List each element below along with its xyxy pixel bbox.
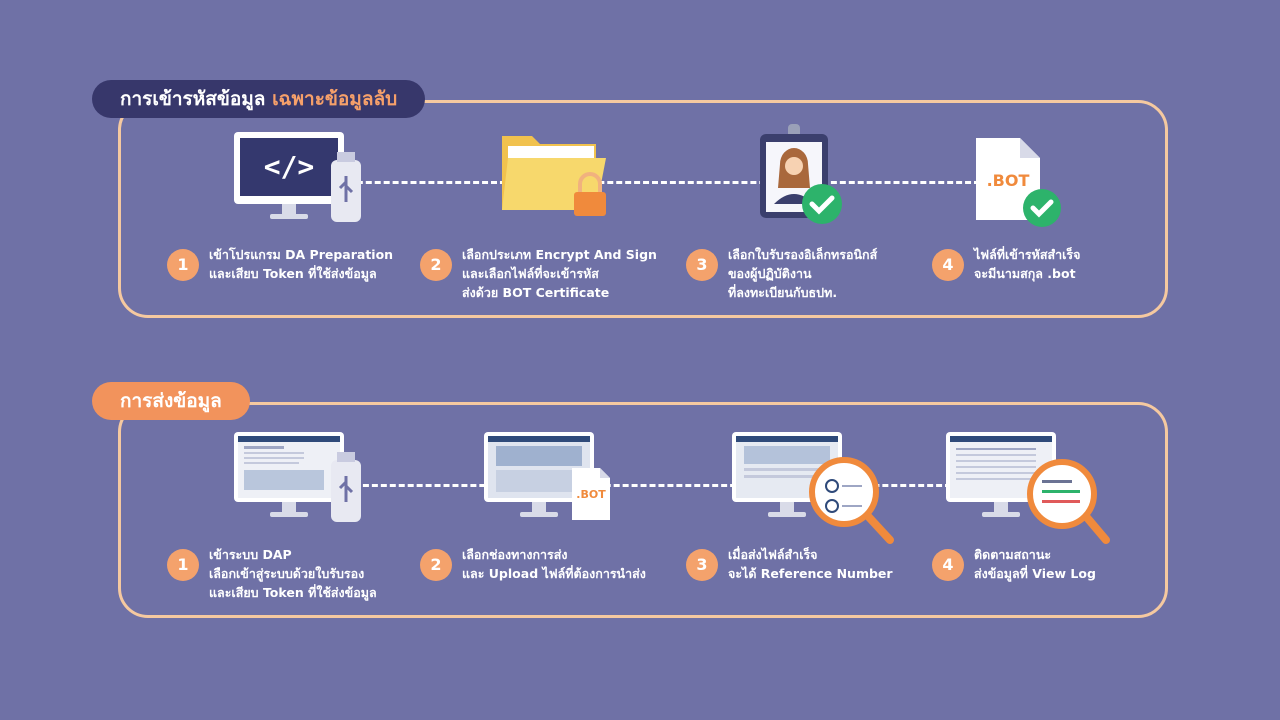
section-encrypt-title: การเข้ารหัสข้อมูล เฉพาะข้อมูลลับ (92, 80, 426, 118)
section-encrypt-title-main: การเข้ารหัสข้อมูล (120, 88, 266, 110)
step-number: 3 (686, 249, 718, 281)
section-encrypt-connector (330, 181, 980, 184)
step-number: 4 (932, 549, 964, 581)
section-send-title: การส่งข้อมูล (92, 382, 250, 420)
step-text: เข้าระบบ DAP เลือกเข้าสู่ระบบด้วยใบรับรอ… (209, 547, 377, 600)
bot-file-check-icon: .BOT (976, 138, 1061, 227)
step-text: เลือกช่องทางการส่ง และ Upload ไฟล์ที่ต้อ… (462, 547, 646, 581)
section-encrypt-title-highlight: เฉพาะข้อมูลลับ (272, 88, 398, 110)
monitor-code-usb-icon: </> (234, 132, 361, 222)
step-text: ไฟล์ที่เข้ารหัสสำเร็จ จะมีนามสกุล .bot (974, 247, 1081, 281)
bot-file-label: .BOT (987, 171, 1030, 190)
step-text: เมื่อส่งไฟล์สำเร็จ จะได้ Reference Numbe… (728, 547, 893, 581)
step-number: 2 (420, 249, 452, 281)
step-number: 3 (686, 549, 718, 581)
step-number: 1 (167, 249, 199, 281)
section-send-panel (118, 402, 1168, 618)
monitor-magnifier-reference-icon (732, 432, 894, 544)
monitor-upload-bot-icon: .BOT (484, 432, 610, 520)
step-text: เลือกประเภท Encrypt And Sign และเลือกไฟล… (462, 247, 657, 300)
bot-file-label-2: .BOT (576, 488, 606, 501)
id-badge-check-icon (760, 124, 842, 224)
step-text: เลือกใบรับรองอิเล็กทรอนิกส์ ของผู้ปฏิบัต… (728, 247, 878, 300)
monitor-dap-usb-icon (234, 432, 361, 522)
step-number: 2 (420, 549, 452, 581)
section-send-connector (345, 484, 960, 487)
step-text: ติดตามสถานะ ส่งข้อมูลที่ View Log (974, 547, 1096, 581)
step-text: เข้าโปรแกรม DA Preparation และเสียบ Toke… (209, 247, 394, 281)
svg-text:</>: </> (264, 150, 315, 183)
monitor-magnifier-status-icon (946, 432, 1110, 544)
step-number: 1 (167, 549, 199, 581)
step-number: 4 (932, 249, 964, 281)
folder-lock-icon (502, 136, 606, 216)
section-encrypt-panel (118, 100, 1168, 318)
